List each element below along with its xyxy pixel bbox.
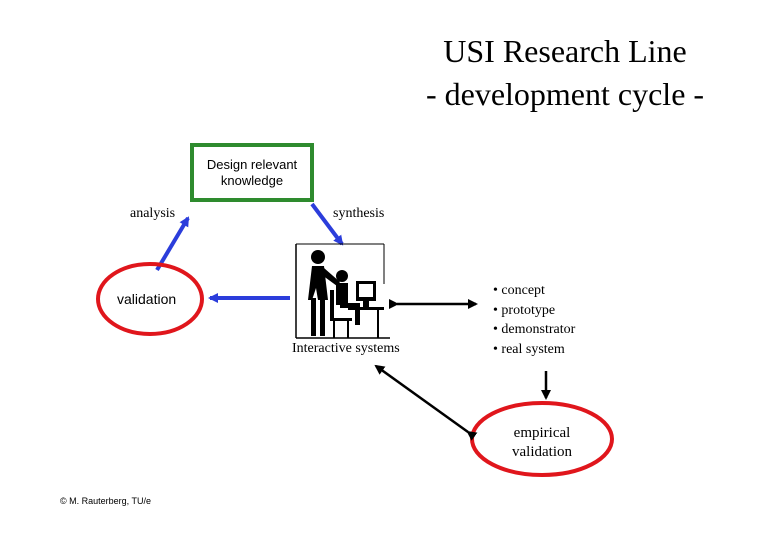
- list-item: • concept: [493, 283, 545, 298]
- knowledge-box: Design relevant knowledge: [190, 143, 314, 202]
- empirical-line-1: empirical: [513, 425, 571, 441]
- title-line-2: - development cycle -: [425, 76, 705, 112]
- validation-label: validation: [117, 291, 177, 307]
- list-item: • demonstrator: [493, 322, 576, 337]
- synthesis-label: synthesis: [333, 206, 385, 221]
- analysis-label: analysis: [130, 206, 176, 221]
- list-item: • prototype: [493, 302, 556, 318]
- products-list: • concept • prototype • demonstrator • r…: [493, 281, 575, 359]
- copyright-notice: © M. Rauterberg, TU/e: [60, 496, 151, 506]
- title-line-1: USI Research Line: [443, 33, 687, 69]
- interactive-systems-label: Interactive systems: [292, 341, 400, 356]
- person-at-computer-icon: [295, 243, 390, 339]
- feedback-arrow: [374, 364, 478, 441]
- empirical-validation-label: empirical validation: [482, 424, 602, 462]
- slide-title: USI Research Line - development cycle -: [400, 30, 730, 116]
- list-item: • real system: [493, 341, 565, 357]
- empirical-line-2: validation: [512, 444, 572, 460]
- synthesis-arrow: [310, 202, 344, 246]
- validation-ellipse: [96, 262, 204, 336]
- analysis-arrow: [155, 216, 190, 272]
- knowledge-label: Design relevant knowledge: [206, 156, 298, 188]
